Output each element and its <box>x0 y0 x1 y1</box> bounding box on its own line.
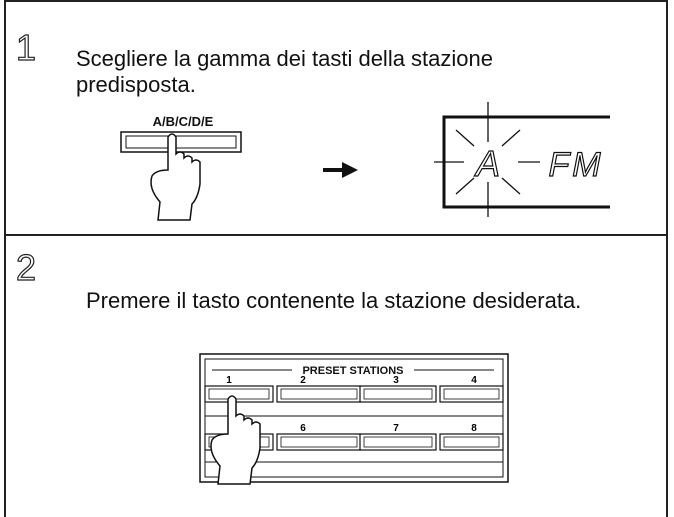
preset-label-4: 4 <box>471 375 477 386</box>
abcde-button-inner <box>125 135 237 149</box>
step-2-instruction: Premere il tasto contenente la stazione … <box>86 288 582 313</box>
step-number-1: 1 <box>15 27 37 68</box>
preset-button-4[interactable] <box>439 385 504 403</box>
step-1-illustration: A/B/C/D/E A FM <box>120 102 610 221</box>
preset-label-3: 3 <box>393 375 399 386</box>
step-number-2: 2 <box>15 247 37 288</box>
finger-press-icon <box>210 395 261 485</box>
preset-label-2: 2 <box>300 375 306 386</box>
step-1-instruction: Scegliere la gamma dei tasti della stazi… <box>76 46 494 97</box>
finger-press-icon <box>150 133 201 221</box>
preset-label-1: 1 <box>226 375 232 386</box>
preset-button-6[interactable] <box>276 433 362 451</box>
abcde-button-label: A/B/C/D/E <box>153 114 214 129</box>
display-band-mode: FM <box>548 146 603 184</box>
step-1-panel: 1 Scegliere la gamma dei tasti della sta… <box>4 0 668 236</box>
arrow-right-icon <box>323 162 358 178</box>
preset-label-6: 6 <box>300 423 306 434</box>
step-2-panel: 2 Premere il tasto contenente la stazion… <box>4 234 668 517</box>
preset-button-3[interactable] <box>359 385 437 403</box>
preset-label-7: 7 <box>393 423 399 434</box>
preset-panel-title: PRESET STATIONS <box>302 365 403 377</box>
preset-button-1[interactable] <box>204 385 274 403</box>
preset-label-8: 8 <box>471 423 477 434</box>
preset-panel-inner <box>204 358 504 478</box>
display-band-letter: A <box>474 143 500 184</box>
preset-stations-illustration: PRESET STATIONS 1 2 3 4 6 7 8 <box>199 353 509 485</box>
preset-button-8[interactable] <box>439 433 504 451</box>
preset-button-7[interactable] <box>359 433 437 451</box>
blink-rays-icon <box>434 102 540 217</box>
preset-button-2[interactable] <box>276 385 362 403</box>
